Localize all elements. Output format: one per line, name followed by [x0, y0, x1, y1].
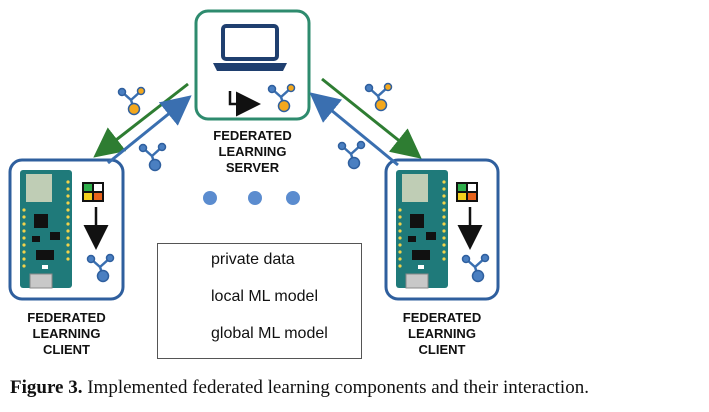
client-right-board-icon — [395, 169, 449, 289]
figure-caption: Figure 3. Implemented federated learning… — [10, 377, 589, 399]
left-to-server-arrow — [107, 95, 192, 165]
more-clients-dots — [203, 191, 300, 205]
right-to-server-arrow — [309, 92, 399, 167]
client-left-private-data-icon — [82, 182, 104, 202]
right-global-model-icon — [364, 82, 393, 112]
legend-private-data-label: private data — [211, 251, 295, 268]
laptop-icon — [213, 24, 287, 71]
client-left-label: FEDERATED LEARNING CLIENT — [27, 310, 106, 357]
left-global-model-icon — [117, 86, 146, 116]
left-local-model-icon — [138, 142, 167, 172]
server-label: FEDERATED LEARNING SERVER — [213, 128, 292, 175]
client-right-label: FEDERATED LEARNING CLIENT — [402, 310, 482, 357]
caption-text: Implemented federated learning component… — [82, 377, 589, 398]
server-to-right-arrow — [321, 77, 422, 159]
server-aggregate-arrow — [228, 91, 261, 117]
right-local-model-icon — [337, 140, 366, 170]
legend-global-model-label: global ML model — [211, 325, 328, 342]
client-left-board-icon — [19, 169, 73, 289]
client-right-private-data-icon — [456, 182, 478, 202]
legend-local-model-label: local ML model — [211, 288, 319, 305]
caption-prefix: Figure 3. — [10, 377, 83, 398]
legend — [157, 243, 362, 359]
